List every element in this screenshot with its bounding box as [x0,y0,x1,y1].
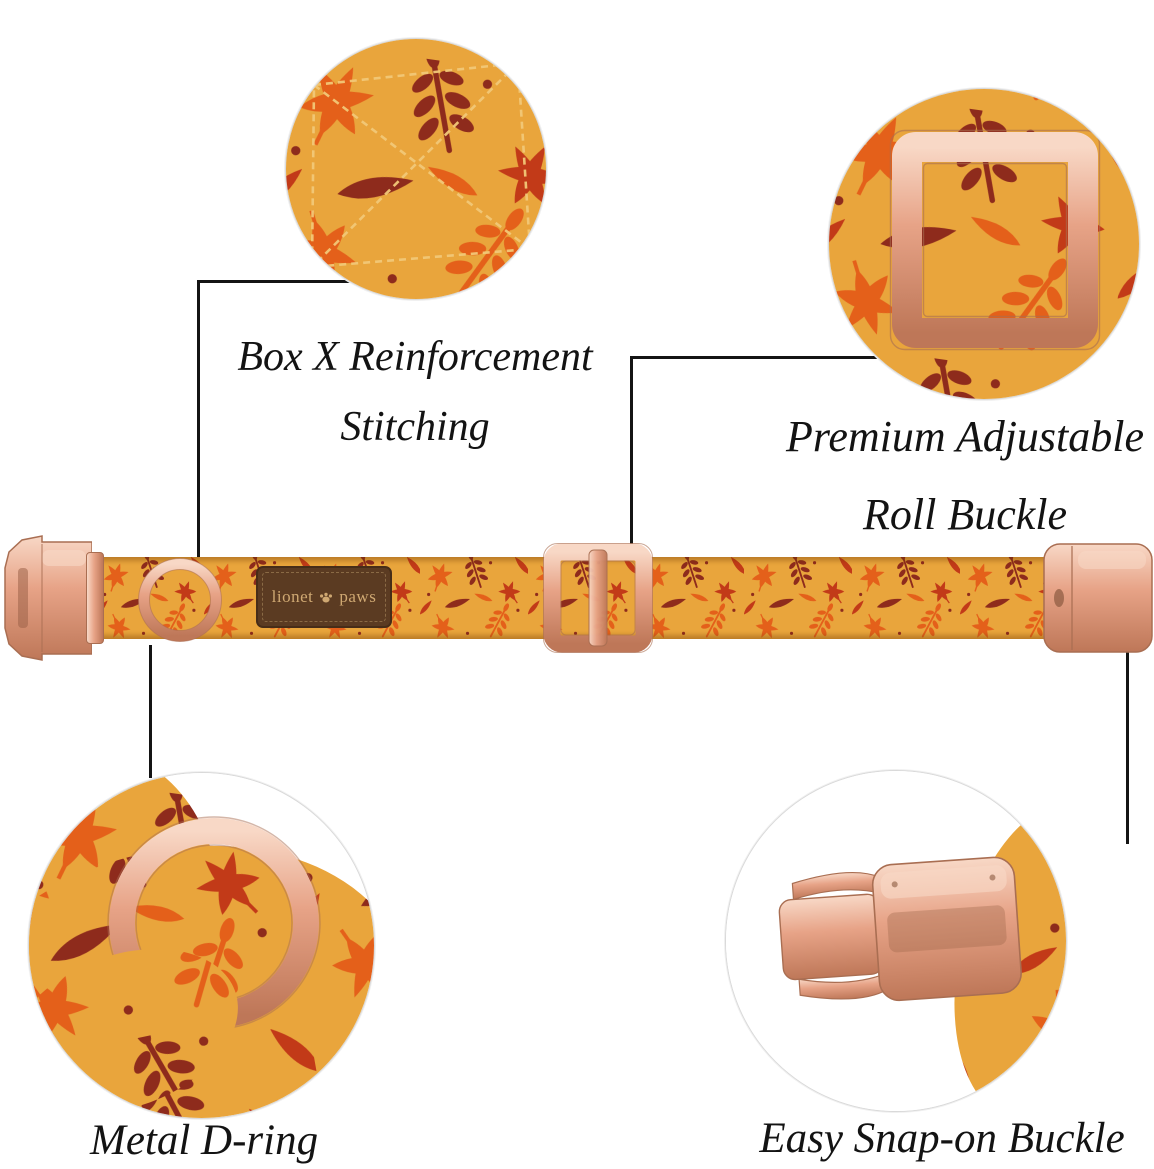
d-ring-photo [28,772,375,1119]
callout-label-d-ring: Metal D-ring [90,1117,319,1164]
callout-line-rollbuckle-vertical [630,356,633,550]
stitching-label-line1: Box X Reinforcement [237,334,593,380]
d-ring-illustration [29,773,374,1118]
snap-buckle-illustration [726,771,1066,1111]
roll-buckle-illustration [829,89,1139,399]
fabric-stitching-illustration [286,39,546,299]
snap-buckle-photo [725,770,1067,1112]
patch-stitching [262,572,386,622]
roll-buckle-label-line1: Premium Adjustable [785,412,1145,461]
roll-buckle-label-line2: Roll Buckle [862,490,1067,539]
callout-line-dring-vertical [149,645,152,778]
roll-buckle-photo [828,88,1140,400]
callout-line-stitching-vertical [197,280,200,557]
brand-word-2: paws [339,587,377,606]
stitching-label-line2: Stitching [340,404,490,450]
callout-label-roll-buckle: Premium Adjustable Roll Buckle [765,398,1154,554]
brand-patch: lionet paws [256,566,392,628]
callout-line-stitching-horizontal [197,280,355,283]
paw-icon [320,592,333,602]
adjuster-slider [543,543,653,653]
metal-loop-bar [86,552,104,644]
collar-d-ring [138,558,222,642]
left-buckle [4,535,92,661]
callout-label-snap-buckle: Easy Snap-on Buckle [759,1115,1125,1162]
callout-label-stitching: Box X Reinforcement Stitching [205,322,625,462]
right-buckle [1043,543,1153,653]
callout-line-rollbuckle-horizontal [630,356,880,359]
brand-word-1: lionet [271,587,314,606]
callout-line-snapbuckle-vertical [1126,650,1129,844]
box-x-stitching-photo [285,38,547,300]
collar-strap [96,557,1048,639]
